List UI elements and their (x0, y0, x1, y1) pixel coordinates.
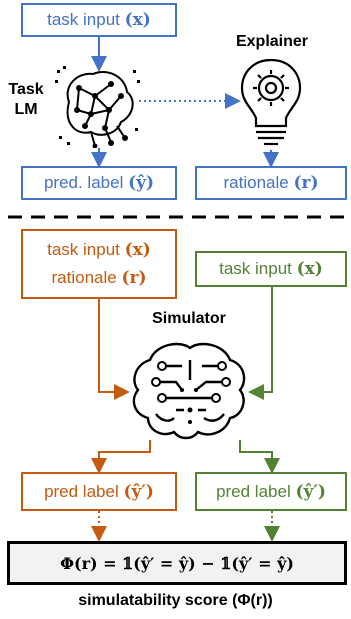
right-pred-var: (ŷ′) (295, 481, 326, 502)
left-input-line2: rationale (r) (52, 267, 147, 289)
circuit-brain-icon (132, 342, 246, 440)
explainer-label: Explainer (235, 33, 309, 50)
arrow-right-input-to-simulator (248, 287, 273, 400)
pred-label-box: pred. label (ŷ) (21, 166, 177, 200)
task-input-box-green: task input (x) (195, 251, 347, 287)
task-lm-label: Task LM (4, 80, 48, 120)
arrow-simulator-to-left-pred (91, 440, 151, 474)
left-input-line2-text: rationale (51, 268, 117, 287)
simulator-label: Simulator (152, 310, 226, 327)
simulatability-formula: Φ(r) = 𝟙(ŷ′ = ŷ) − 𝟙(ŷ′ = ŷ) (60, 553, 294, 573)
left-input-line2-var: (r) (121, 268, 147, 288)
rationale-var: (r) (293, 173, 319, 193)
lightbulb-gear-icon (240, 58, 302, 146)
task-input-text: task input (47, 10, 120, 29)
rationale-box: rationale (r) (195, 166, 347, 200)
pred-label-box-green: pred label (ŷ′) (195, 472, 347, 511)
left-input-line1-var: (x) (124, 240, 151, 260)
pred-label-box-orange: pred label (ŷ′) (21, 472, 177, 511)
task-lm-label-line2: LM (14, 101, 38, 118)
simulatability-formula-box: Φ(r) = 𝟙(ŷ′ = ŷ) − 𝟙(ŷ′ = ŷ) (7, 541, 347, 585)
neural-network-brain-icon (55, 66, 140, 148)
arrow-left-input-to-simulator (98, 299, 130, 400)
left-input-line1-text: task input (47, 240, 120, 259)
pred-label-var: (ŷ) (128, 173, 155, 193)
task-lm-label-line1: Task (8, 81, 44, 98)
simulatability-caption: simulatability score (Φ(r)) (78, 592, 273, 609)
left-input-line1: task input (x) (47, 239, 151, 261)
right-pred-text: pred label (216, 481, 291, 501)
task-input-box: task input (x) (21, 3, 177, 37)
task-input-rationale-box: task input (x) rationale (r) (21, 229, 177, 299)
pred-label-text: pred. label (43, 173, 124, 192)
arrow-simulator-to-right-pred (239, 440, 280, 474)
left-pred-var: (ŷ′) (123, 481, 154, 502)
rationale-text: rationale (223, 173, 289, 192)
task-input-var: (x) (124, 10, 151, 30)
left-pred-text: pred label (44, 481, 119, 501)
right-input-var: (x) (296, 259, 323, 279)
right-input-text: task input (219, 259, 292, 278)
